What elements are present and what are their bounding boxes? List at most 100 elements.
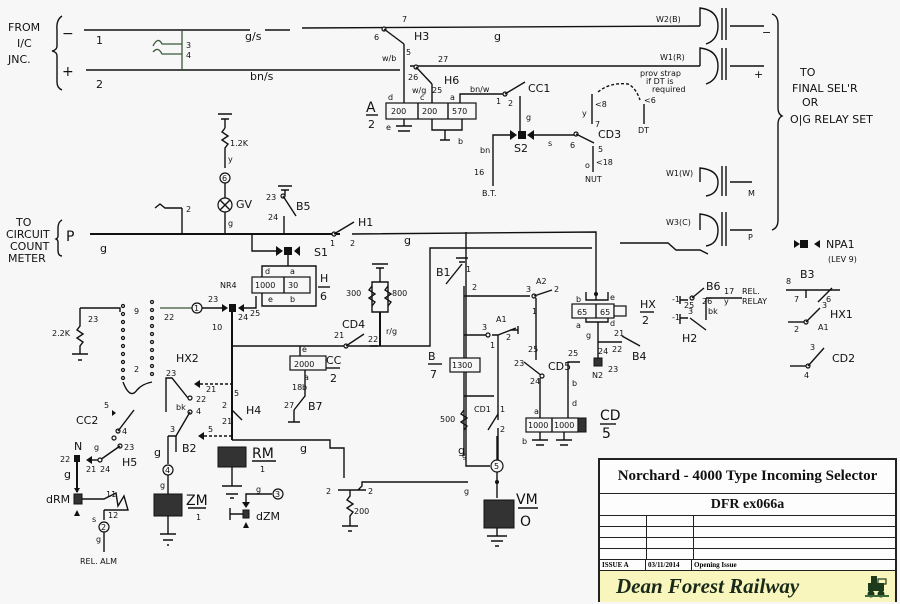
contact-cd3: 6 CD3 5 o <18 NUT y <8 7	[570, 94, 621, 184]
relay-a-earth	[396, 119, 463, 141]
title-block: Norchard - 4000 Type Incoming Selector D…	[598, 458, 897, 602]
fuse-1: 1	[194, 304, 199, 313]
contact-h6: 27 26 H6 w/g 25	[408, 55, 459, 104]
h5-pin-g: g	[94, 443, 99, 452]
resistor-200-vm: 2 2 200 g g 5 VM O	[326, 232, 538, 547]
contact-h1: H1 1 2 g	[330, 216, 411, 248]
meter-zm-label: ZM	[186, 493, 208, 509]
contact-cc2-h5: CC2 5 4 23 H5 g 21 24	[76, 401, 137, 474]
cc2-label: CC2	[76, 414, 98, 427]
plus-sign: +	[62, 64, 74, 80]
company-banner: Dean Forest Railway	[600, 571, 895, 602]
cd2-label: CD2	[832, 352, 855, 365]
wire-w2: W2(B)	[656, 15, 681, 24]
circuit-count-meter: TO CIRCUIT COUNT METER P	[6, 216, 74, 265]
from-ic-label-1: FROM	[8, 21, 40, 34]
a1-pin-1: 1	[490, 341, 495, 350]
to-ccm-2: CIRCUIT	[6, 228, 50, 241]
p-label: P	[66, 229, 74, 245]
cd4-pin-21: 21	[334, 331, 344, 340]
to-ccm-1: TO	[15, 216, 32, 229]
revision-issue	[600, 549, 647, 559]
cd1-label: CD1	[474, 405, 491, 414]
plug-p-link	[620, 242, 709, 255]
wire-bk: bk	[708, 307, 718, 316]
revision-date	[647, 549, 694, 559]
gv-lamp-chain: 1.2K y 6 GV g	[217, 113, 253, 234]
contact-b6-h2: -1 B6 25 26 17 y REL. RELAY bk -1 3 H2	[672, 280, 767, 345]
outgoing-plugs: W2(B) − W1(R) + W1(W) M W3(C) P TO FINAL…	[620, 7, 873, 255]
resistor-1k2: 1.2K	[230, 139, 249, 148]
pin-6-dt: <6	[644, 96, 656, 105]
wire-g-vm: g	[464, 487, 469, 496]
pin-2-y: 2	[368, 487, 373, 496]
revision-row	[600, 527, 895, 538]
b6-term: -1	[672, 295, 680, 304]
relay-h-fraction: 6	[320, 290, 327, 303]
test-jack	[152, 30, 183, 70]
negative-line-right	[301, 25, 701, 29]
relay-h-coil-2: 30	[288, 281, 298, 290]
relay-hx-term-d: d	[610, 319, 615, 328]
h5-pin-21: 21	[86, 465, 96, 474]
bank-contacts-right	[149, 299, 155, 377]
pin-17: 17	[724, 287, 734, 296]
to-final-3: OR	[802, 96, 819, 109]
nr4-label: NR4	[220, 281, 237, 290]
pin-22-bank: 22	[164, 313, 174, 322]
cd3-label: CD3	[598, 128, 621, 141]
s2-label: S2	[514, 142, 528, 155]
nr4-pin-24: 24	[238, 313, 248, 322]
relay-cc-fraction: 2	[330, 372, 337, 385]
contact-h3: 7 6 H3 5 w/b g	[374, 15, 501, 106]
b5-pin-23: 23	[266, 193, 276, 202]
revision-date	[647, 516, 694, 526]
contact-cc1: bn/w CC1 1 2 g	[459, 81, 550, 134]
revision-description	[694, 549, 895, 559]
jack-nr4: 1 NR4 23 24 25 10	[160, 281, 260, 440]
brace-right	[771, 13, 784, 231]
hx1-pin-3: 3	[822, 301, 827, 310]
resistor-300: 300	[346, 289, 361, 298]
relay-a-term-d: d	[388, 93, 393, 102]
from-ic-junction: FROM I/C JNC. − +	[7, 15, 74, 91]
cd4-pin-22: 22	[368, 335, 378, 344]
wire-g-dzm: g	[256, 485, 261, 494]
n2-pin-24: 24	[598, 347, 608, 356]
wire-g-cc1: g	[526, 113, 531, 122]
meter-vm-label: VM	[516, 492, 538, 508]
pin-9-bank: 9	[134, 307, 139, 316]
bt-label: B.T.	[482, 189, 497, 198]
b7-pin-18: 18	[292, 383, 302, 392]
pin-2-x: 2	[326, 487, 331, 496]
to-final-2: FINAL SEL'R	[792, 82, 858, 95]
resistor-2k2: 2.2K	[52, 329, 71, 338]
relay-h-coil-1: 1000	[255, 281, 275, 290]
locomotive-icon	[865, 576, 889, 598]
wire-s-drm: s	[92, 515, 96, 524]
from-ic-label-3: JNC.	[7, 53, 31, 66]
jack-npa1: NPA1 (LEV 9)	[794, 238, 857, 264]
h5-pin-24: 24	[100, 465, 110, 474]
wire-bn-s: bn/s	[250, 70, 274, 83]
b3-pin-7: 7	[794, 295, 799, 304]
revision-issue	[600, 538, 647, 548]
wire-g-b2: g	[154, 446, 161, 459]
cc1-pin-2: 2	[508, 99, 513, 108]
resistor-800: 800	[392, 289, 407, 298]
wire-wm: W1(W)	[666, 169, 693, 178]
hx2-pin-21: 21	[206, 385, 216, 394]
jack-s1-relay-h: S1 1000 30 d a e b H 6	[251, 234, 330, 307]
wire-g-label: g	[494, 30, 501, 43]
wire-s: s	[548, 139, 552, 148]
a2-pin-3: 3	[526, 285, 531, 294]
relay-a-term-e: e	[386, 123, 391, 132]
cd3-pin-5: 5	[598, 145, 603, 154]
jack-dzm: g 3 dZM	[229, 485, 284, 528]
b2-pin-5: 5	[208, 425, 213, 434]
jack-drm: N 22 g dRM 11 12 s 2 g REL. ALM	[46, 440, 129, 566]
revision-issue	[600, 516, 647, 526]
b4-pin-21: 21	[614, 329, 624, 338]
fuse-6: 6	[222, 174, 227, 183]
npa1-label-2: (LEV 9)	[828, 255, 857, 264]
